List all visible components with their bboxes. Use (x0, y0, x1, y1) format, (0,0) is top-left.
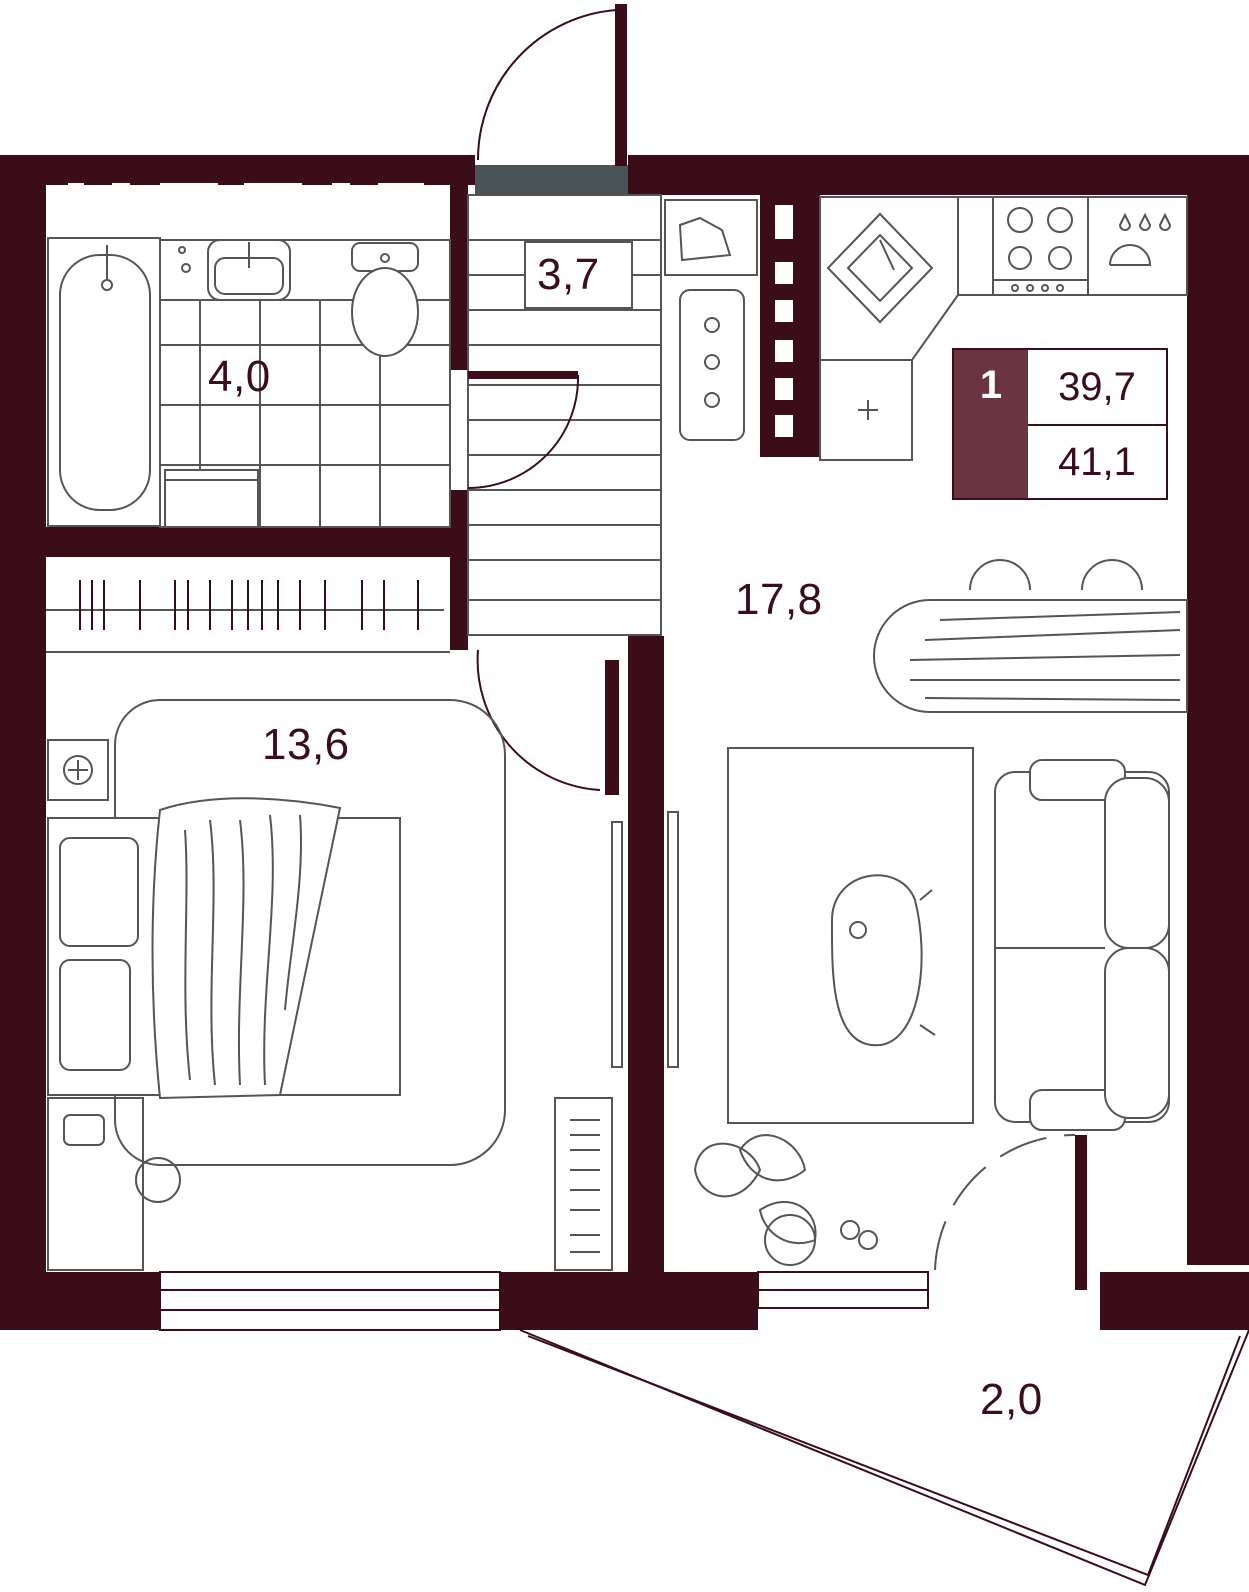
bathroom-area-label: 4,0 (208, 352, 271, 401)
entrance-hall (467, 194, 758, 791)
closet (46, 580, 450, 653)
windows-bottom (159, 1271, 929, 1331)
walls (0, 155, 1249, 1330)
room-count: 1 (954, 350, 1028, 498)
balcony-area-label: 2,0 (980, 1375, 1043, 1424)
entrance-door (476, 4, 627, 166)
living-area-value: 39,7 (1028, 350, 1166, 426)
window-slots-top (68, 183, 424, 213)
bathroom (47, 237, 451, 528)
living-kitchen-area-label: 17,8 (735, 575, 823, 624)
balcony (519, 1329, 1249, 1587)
total-area-value: 41,1 (1058, 440, 1136, 484)
kitchen (819, 196, 1188, 461)
bedroom-area-label: 13,6 (262, 720, 350, 769)
entrance-area-label: 3,7 (537, 250, 600, 299)
kitchen-column-slots (775, 205, 793, 437)
bedroom (47, 699, 613, 1271)
entrance-door-panel (475, 165, 628, 195)
living (611, 747, 1170, 1271)
dining (873, 559, 1188, 713)
apartment-summary-badge: 1 39,7 41,1 (952, 348, 1168, 500)
